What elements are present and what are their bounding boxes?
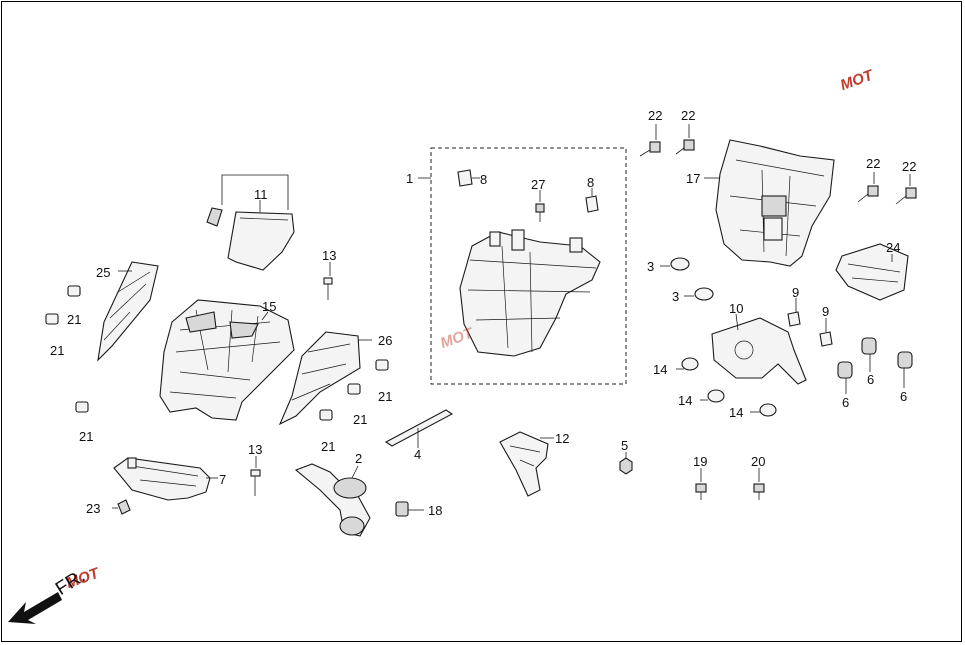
callout-3: 3 [672, 289, 680, 304]
screw-13-parts [250, 262, 333, 496]
callout-5: 5 [621, 438, 629, 453]
headlight-part [418, 177, 601, 357]
callout-20: 20 [751, 454, 766, 469]
bracket-12-part [499, 431, 554, 497]
callout-4: 4 [414, 447, 422, 462]
callout-8: 8 [587, 175, 595, 190]
callout-21: 21 [79, 429, 94, 444]
callout-21: 21 [67, 312, 82, 327]
left-side-cowl-part [97, 261, 159, 362]
callout-27: 27 [531, 177, 546, 192]
bolt-18-part [395, 501, 424, 517]
callout-6: 6 [900, 389, 908, 404]
front-direction-arrow [8, 592, 62, 624]
lock-assembly-2-part [294, 463, 371, 537]
callout-12: 12 [555, 431, 570, 446]
callout-21: 21 [321, 439, 336, 454]
callout-15: 15 [262, 299, 277, 314]
callout-14: 14 [729, 405, 744, 420]
callout-24: 24 [886, 240, 901, 255]
callout-19: 19 [693, 454, 708, 469]
plate-10-part [711, 313, 807, 385]
damper-6-parts [837, 337, 913, 394]
grommet-3-parts [660, 257, 714, 301]
grommet-14-parts [676, 357, 777, 417]
callout-22: 22 [866, 156, 881, 171]
headlight-clips [457, 169, 599, 222]
callout-23: 23 [86, 501, 101, 516]
callout-6: 6 [842, 395, 850, 410]
inner-panel-17-part [704, 139, 835, 267]
callout-18: 18 [428, 503, 443, 518]
headlight-assembly-group-box [430, 147, 627, 385]
callout-21: 21 [353, 412, 368, 427]
callout-14: 14 [653, 362, 668, 377]
callout-13: 13 [248, 442, 263, 457]
cover-24-part [835, 243, 909, 301]
screw-22-parts [639, 124, 917, 205]
callout-2: 2 [355, 451, 363, 466]
callout-21: 21 [50, 343, 65, 358]
callout-8: 8 [480, 172, 488, 187]
callout-17: 17 [686, 171, 701, 186]
bolt-19-20-parts [695, 468, 765, 500]
callout-9: 9 [822, 304, 830, 319]
callout-10: 10 [729, 301, 744, 316]
bracket-7-part [112, 457, 218, 515]
windscreen-part [206, 174, 295, 271]
grommet-9-parts [787, 298, 833, 347]
nut-5-part [619, 452, 633, 475]
callout-21: 21 [378, 389, 393, 404]
callout-13: 13 [322, 248, 337, 263]
callout-11: 11 [254, 187, 268, 202]
callout-9: 9 [792, 285, 800, 300]
callout-1: 1 [406, 171, 414, 186]
right-side-cowl-part [278, 331, 372, 426]
clip-nut-parts [45, 285, 389, 421]
front-body-part [159, 299, 295, 421]
callout-26: 26 [378, 333, 393, 348]
callout-25: 25 [96, 265, 111, 280]
callout-6: 6 [867, 372, 875, 387]
callout-3: 3 [647, 259, 655, 274]
callout-22: 22 [902, 159, 917, 174]
callout-22: 22 [681, 108, 696, 123]
callout-7: 7 [219, 472, 227, 487]
callout-14: 14 [678, 393, 693, 408]
strap-4-part [384, 409, 454, 448]
callout-22: 22 [648, 108, 663, 123]
